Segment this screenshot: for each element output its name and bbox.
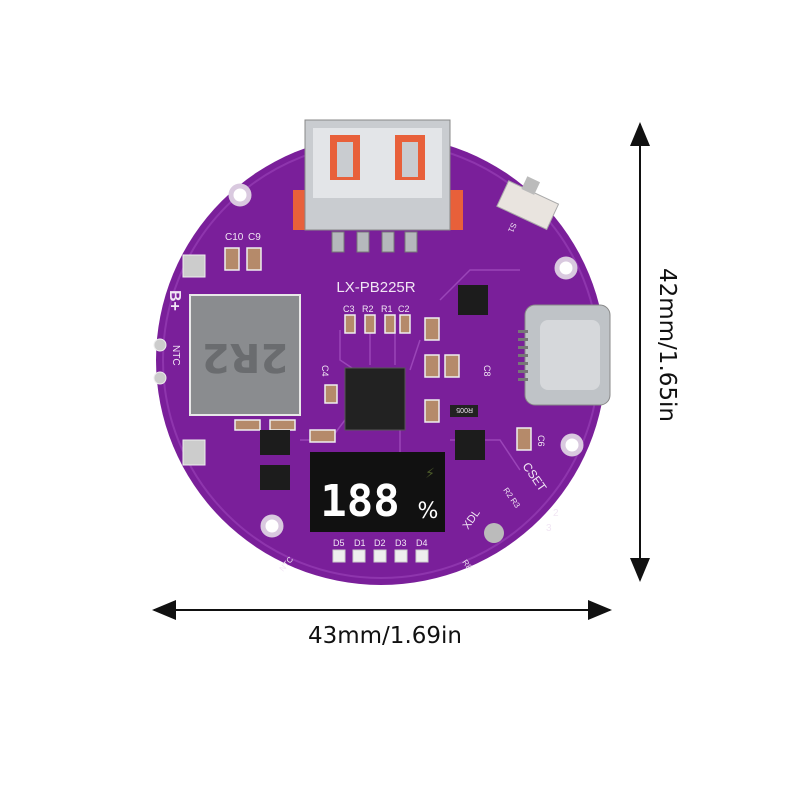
label-c10: C10 [225, 232, 244, 243]
display-percent: % [418, 499, 439, 524]
label-c4: C4 [320, 365, 330, 377]
label-c8: C8 [482, 365, 492, 377]
slide-switch [496, 176, 560, 231]
usb-a-port [293, 119, 463, 253]
label-r2: R2 [362, 304, 374, 314]
label-ntc-left: NTC [170, 345, 181, 366]
xdl-pad [484, 523, 504, 543]
label-c9: C9 [248, 232, 261, 243]
label-d2: D2 [374, 538, 386, 548]
label-c2: C2 [398, 304, 410, 314]
label-d5: D5 [333, 538, 345, 548]
led-display: 188 % ⚡ [310, 452, 445, 532]
inductor-marking: 2R2 [202, 334, 288, 380]
silkscreen-labels: C10 C9 B+ NTC LX-PB225R C3 R2 R1 C2 C4 C… [166, 221, 559, 573]
label-r005: R005 [456, 406, 473, 413]
mounting-holes [228, 183, 584, 538]
label-d1: D1 [354, 538, 366, 548]
model-label: LX-PB225R [336, 279, 415, 296]
label-d3: D3 [395, 538, 407, 548]
inductor: 2R2 [189, 294, 301, 416]
height-dimension-label: 42mm/1.65in [654, 268, 680, 422]
label-c3: C3 [343, 304, 355, 314]
label-3: 3 [546, 523, 552, 534]
label-2: 2 [553, 508, 559, 519]
charging-bolt-icon: ⚡ [425, 466, 435, 482]
microcontroller-chip [344, 367, 406, 431]
usb-c-port [518, 304, 611, 406]
label-s1: S1 [506, 221, 519, 234]
width-dimension-label: 43mm/1.69in [308, 623, 462, 649]
display-digits: 188 [320, 476, 399, 527]
label-d4: D4 [416, 538, 428, 548]
label-c6: C6 [536, 435, 546, 447]
label-b-plus: B+ [166, 290, 183, 311]
label-r1: R1 [381, 304, 393, 314]
